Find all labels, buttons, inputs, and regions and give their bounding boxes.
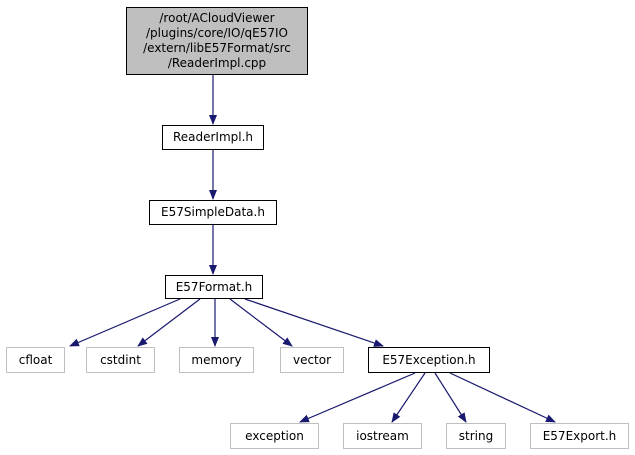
- node-string: string: [446, 423, 506, 449]
- node-e57simpledata-h[interactable]: E57SimpleData.h: [149, 200, 277, 225]
- node-e57format-h[interactable]: E57Format.h: [165, 275, 263, 299]
- edge-e57exception-to-string: [434, 372, 467, 423]
- node-e57export-h: E57Export.h: [530, 423, 629, 449]
- node-exception: exception: [230, 423, 319, 449]
- edge-e57exception-to-exception: [299, 372, 416, 423]
- edge-e57format-to-e57exception: [244, 298, 384, 347]
- edge-e57format-to-vector: [229, 298, 293, 347]
- node-readerimpl-h[interactable]: ReaderImpl.h: [162, 125, 264, 150]
- edge-e57exception-to-iostream: [391, 372, 426, 423]
- root-path-line-1: /root/ACloudViewer: [159, 11, 275, 25]
- edge-e57format-to-cfloat: [69, 298, 181, 347]
- node-vector: vector: [280, 347, 344, 373]
- node-iostream: iostream: [343, 423, 422, 449]
- edge-e57exception-to-e57export: [449, 372, 556, 423]
- root-path-line-2: /plugins/core/IO/qE57IO: [146, 26, 288, 40]
- node-memory: memory: [179, 347, 254, 373]
- node-e57exception-h[interactable]: E57Exception.h: [368, 347, 490, 373]
- node-cfloat: cfloat: [6, 347, 65, 373]
- edge-e57format-to-cstdint: [137, 298, 201, 347]
- root-path-line-3: /extern/libE57Format/src: [143, 41, 291, 55]
- node-readerimpl-cpp: /root/ACloudViewer /plugins/core/IO/qE57…: [126, 7, 308, 75]
- node-cstdint: cstdint: [86, 347, 155, 373]
- root-path-line-4: /ReaderImpl.cpp: [167, 56, 267, 70]
